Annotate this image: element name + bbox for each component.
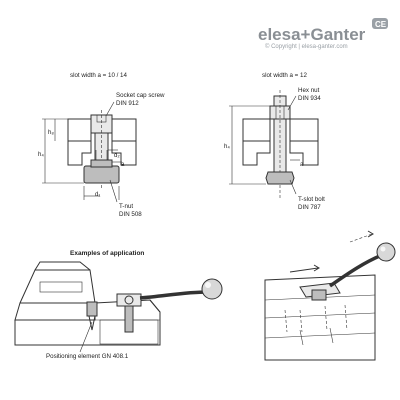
t-slot-bolt-head <box>265 171 295 185</box>
left-heading: slot width a = 10 / 14 <box>70 72 127 79</box>
dim-a: a <box>121 162 125 168</box>
dim-d1: d₁ <box>95 192 100 198</box>
right-dim-a: a <box>300 162 304 168</box>
application-right <box>264 230 396 361</box>
ce-badge <box>372 18 388 29</box>
brand-name: elesa+Ganter <box>258 25 366 44</box>
hex-nut-label-1: Hex nut <box>298 87 320 94</box>
right-slot-table-left <box>242 141 271 166</box>
hex-nut-label-2: DIN 934 <box>298 95 321 102</box>
application-heading: Examples of application <box>70 250 144 257</box>
bolt-label-2: DIN 787 <box>298 204 321 211</box>
t-nut-neck <box>90 159 113 168</box>
nut-label-1: T-nut <box>119 203 133 210</box>
rotation-arrow <box>349 233 373 243</box>
ce-mark: CE <box>375 20 387 29</box>
motion-arrow <box>289 267 319 273</box>
bolt-label-1: T-slot bolt <box>298 196 325 203</box>
clamp-lever <box>139 290 209 300</box>
right-plate-left <box>242 118 271 142</box>
nut-label-2: DIN 508 <box>119 211 142 218</box>
clamp-lever-right <box>328 253 383 288</box>
right-slot-table-right <box>289 141 319 166</box>
copyright-text: © Copyright | elesa-ganter.com <box>265 43 348 50</box>
left-plate-left <box>67 118 92 142</box>
brand-logo: elesa+Ganter CE © Copyright | elesa-gant… <box>258 18 388 50</box>
clamp-ball-knob <box>201 278 223 300</box>
right-plate-right <box>289 118 319 142</box>
left-figure: slot width a = 10 / 14 h₈ h₄ d₂ a <box>38 72 165 218</box>
slotted-table <box>264 274 376 361</box>
dim-h8: h₈ <box>48 130 54 136</box>
clamp-ball-knob-right <box>376 242 396 262</box>
right-figure: slot width a = 12 h₄ a Hex nut DIN 934 T… <box>224 72 325 211</box>
screw-label-1: Socket cap screw <box>116 92 165 99</box>
positioning-element <box>86 301 98 317</box>
right-heading: slot width a = 12 <box>262 72 307 79</box>
application-left: Positioning element GN 408.1 <box>14 261 223 360</box>
workpiece-block <box>14 302 96 321</box>
t-nut <box>83 165 120 184</box>
left-slot-table-right <box>111 141 137 166</box>
screw-label-2: DIN 912 <box>116 100 139 107</box>
left-plate-right <box>111 118 137 142</box>
positioning-label: Positioning element GN 408.1 <box>46 353 129 360</box>
right-dim-h4: h₄ <box>224 144 230 150</box>
dim-d2: d₂ <box>114 153 120 159</box>
clamp-bolt <box>124 305 134 333</box>
left-slot-table-left <box>67 141 92 166</box>
dim-h4: h₄ <box>38 152 44 158</box>
